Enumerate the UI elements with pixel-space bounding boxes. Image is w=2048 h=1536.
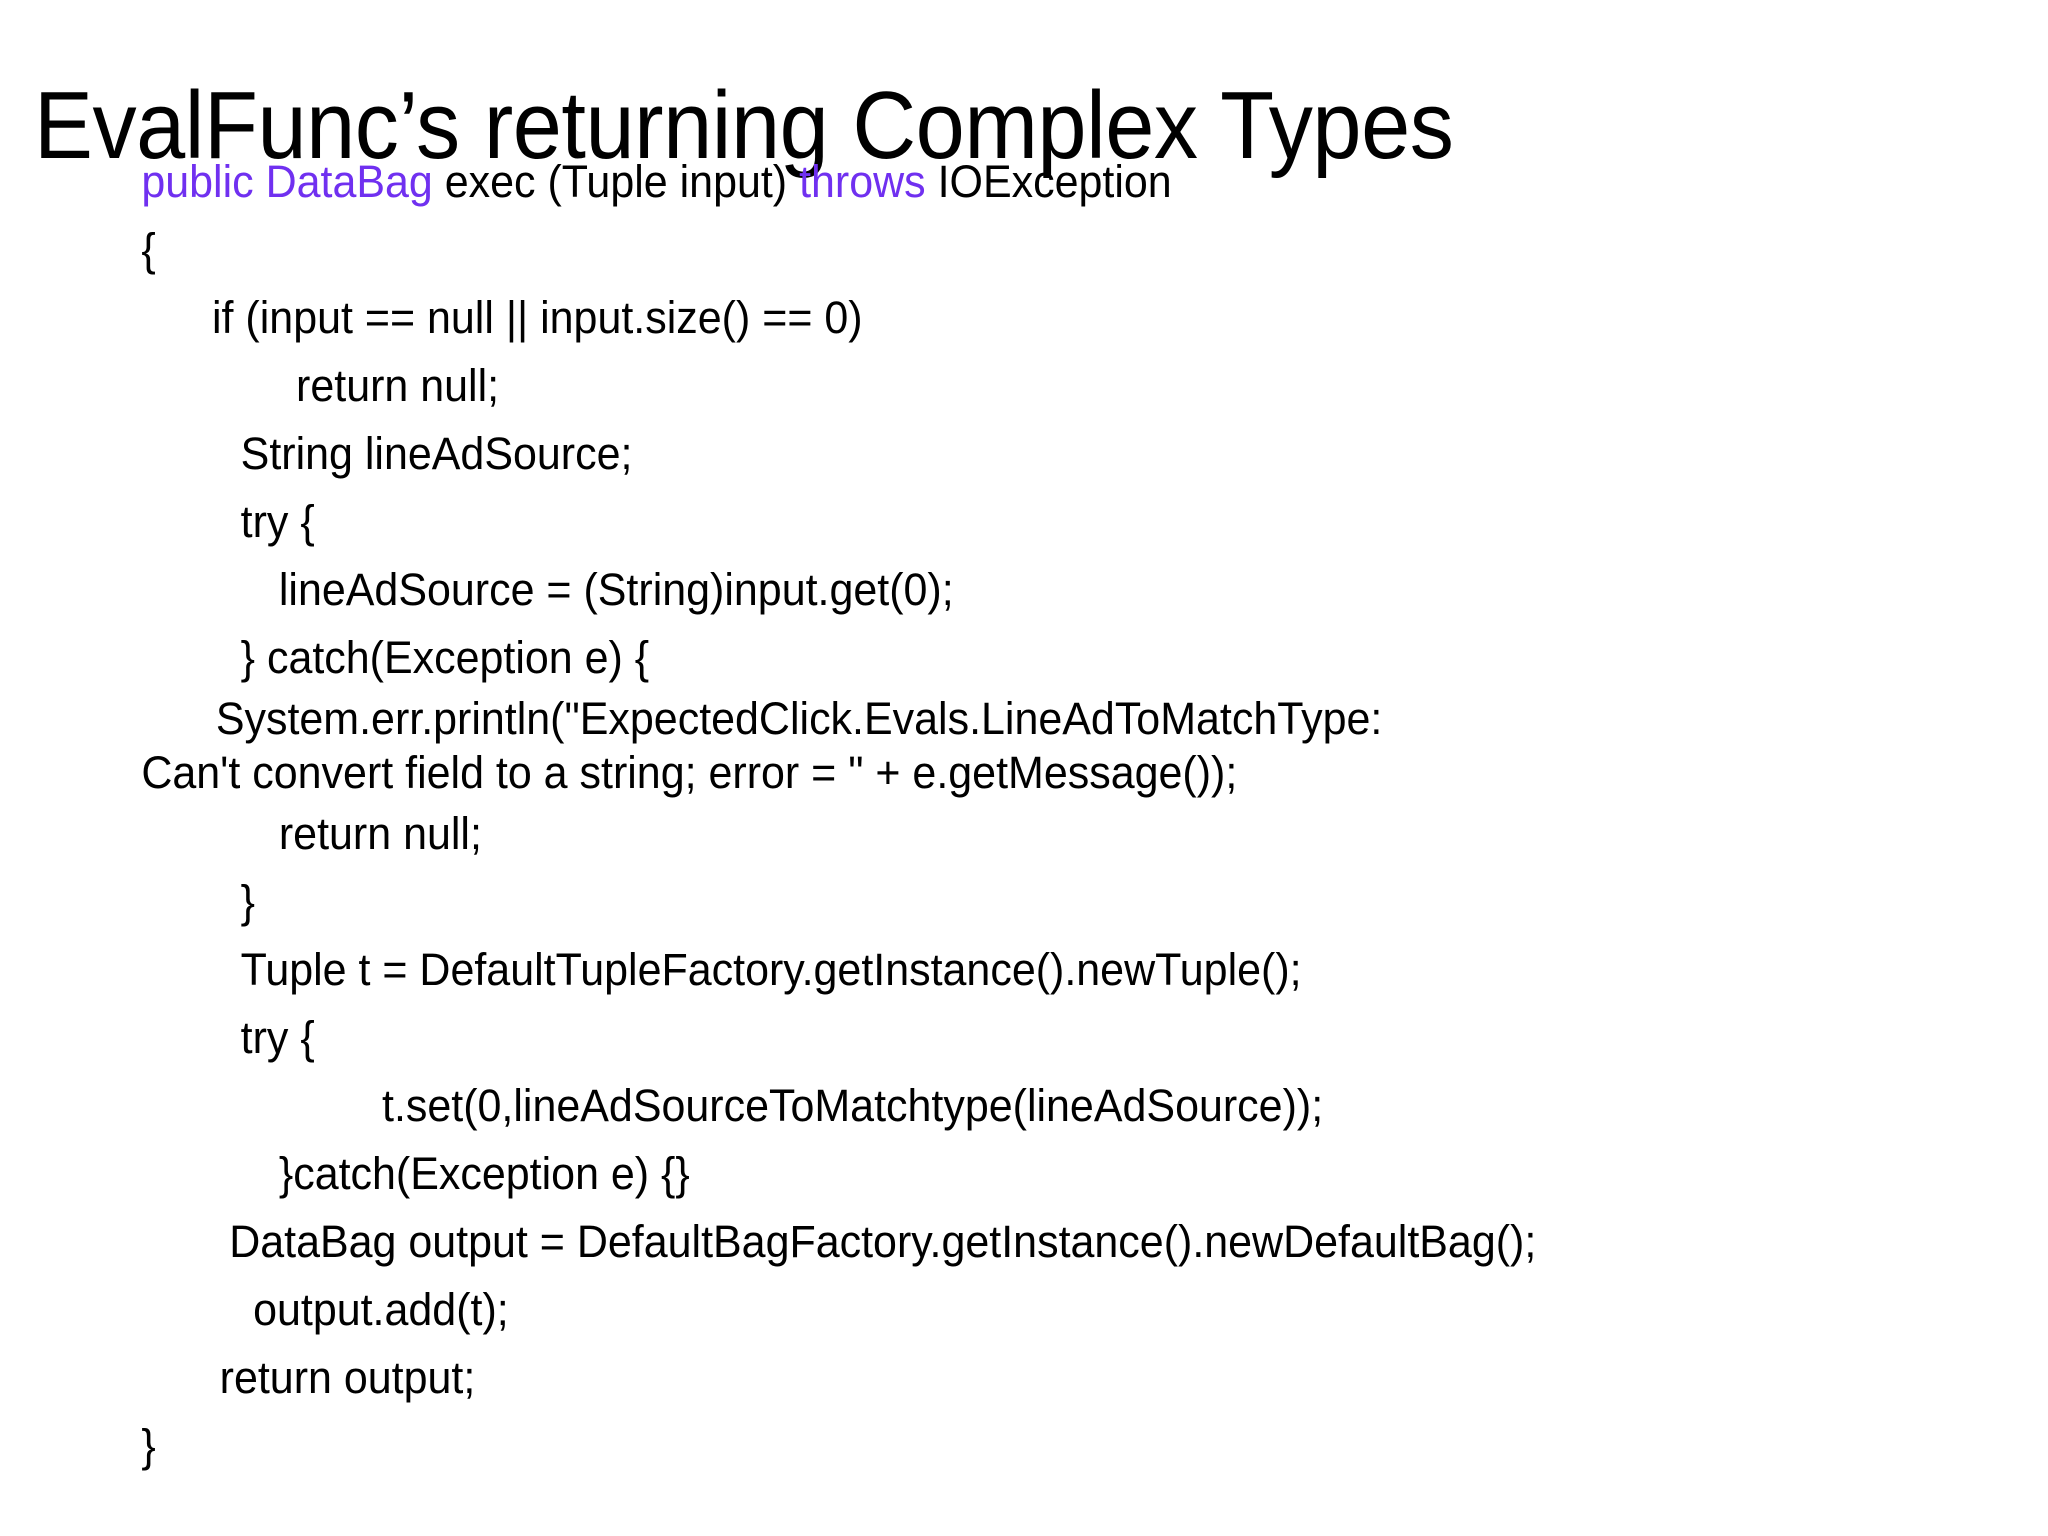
code-line-catch-2: }catch(Exception e) {} bbox=[278, 1148, 690, 1199]
code-line-output-add: output.add(t); bbox=[253, 1284, 509, 1335]
code-line-return-output: return output; bbox=[219, 1352, 476, 1403]
code-line-open-brace: { bbox=[141, 224, 156, 275]
code-line-signature: public DataBag exec (Tuple input) throws… bbox=[0, 148, 1956, 216]
code-line-syserr-println: System.err.println("ExpectedClick.Evals.… bbox=[141, 693, 1383, 798]
code-line-t-set: t.set(0,lineAdSourceToMatchtype(lineAdSo… bbox=[382, 1080, 1324, 1131]
code-text-ioexception: IOException bbox=[937, 156, 1172, 207]
code-line-string-decl: String lineAdSource; bbox=[240, 428, 633, 479]
code-line-close-brace-1: } bbox=[240, 876, 256, 927]
code-text-exec-params: exec (Tuple input) bbox=[444, 156, 800, 207]
code-line-try-1: try { bbox=[240, 496, 315, 547]
keyword-public-databag: public DataBag bbox=[141, 156, 445, 207]
code-line-return-null-1: return null; bbox=[296, 360, 500, 411]
code-line-tuple-factory: Tuple t = DefaultTupleFactory.getInstanc… bbox=[240, 944, 1302, 995]
code-line-databag-output: DataBag output = DefaultBagFactory.getIn… bbox=[229, 1216, 1537, 1267]
page-title: EvalFunc’s returning Complex Types bbox=[34, 72, 1454, 180]
code-line-try-2: try { bbox=[240, 1012, 315, 1063]
code-line-return-null-2: return null; bbox=[278, 808, 482, 859]
code-line-catch-1: } catch(Exception e) { bbox=[240, 632, 650, 683]
code-line-if-null-check: if (input == null || input.size() == 0) bbox=[212, 292, 863, 343]
keyword-throws: throws bbox=[799, 156, 938, 207]
code-line-assign-linead: lineAdSource = (String)input.get(0); bbox=[278, 564, 954, 615]
code-block: public DataBag exec (Tuple input) throws… bbox=[0, 148, 2048, 1480]
code-line-close-brace-2: } bbox=[141, 1420, 156, 1471]
